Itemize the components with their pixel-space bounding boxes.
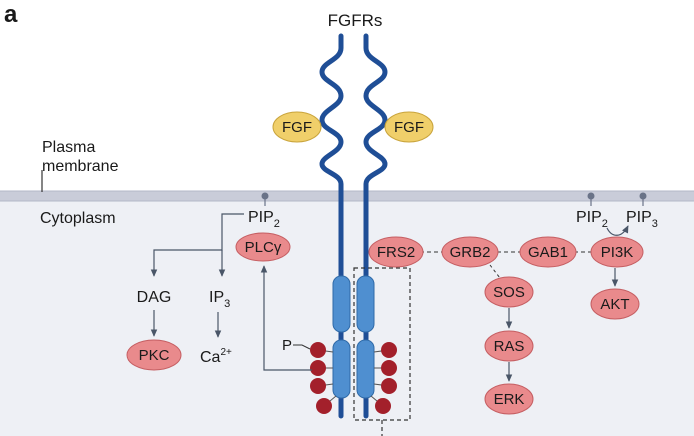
ip3-label: IP3: [209, 289, 230, 310]
grb2-label: GRB2: [450, 244, 491, 261]
gab1-label: GAB1: [528, 244, 568, 261]
pip2-right-label: PIP2: [576, 209, 608, 230]
fgf-ligand-right: [384, 111, 434, 143]
panel-letter: a: [4, 1, 18, 28]
kinase-domain-left-lower: [332, 339, 351, 399]
frs2-label: FRS2: [377, 244, 415, 261]
plasma-membrane: [0, 191, 694, 201]
akt-node: [590, 288, 640, 320]
receptor-label: FGFRs: [328, 11, 383, 30]
akt-label: AKT: [600, 296, 629, 313]
arrow-pip2-to-pip3: [606, 225, 629, 236]
plcg-label: PLCγ: [245, 239, 282, 256]
erk-node: [484, 383, 534, 415]
cytoplasm-label: Cytoplasm: [40, 210, 116, 227]
ras-label: RAS: [494, 338, 525, 355]
highlight-dashed-box: [353, 267, 411, 421]
kinase-domain-right-lower: [356, 339, 375, 399]
plc-pathway: PIP2 PLCγ DAG IP3 PKC Ca2+: [126, 192, 312, 371]
fgfr-left-strand: [319, 33, 344, 419]
pi3k-node: [590, 236, 644, 268]
plcg-node: [235, 232, 291, 262]
grb2-node: [441, 236, 499, 268]
pkc-node: [126, 339, 182, 371]
phospho-site: [381, 342, 397, 358]
erk-label: ERK: [494, 391, 525, 408]
ras-node: [484, 330, 534, 362]
phospho-pointer: [293, 344, 311, 350]
fgf-ligand-left-label: FGF: [282, 119, 312, 136]
kinase-domain-left-upper: [332, 275, 351, 333]
frs2-pathway: FRS2 GRB2 GAB1 PI3K AKT PIP2 PIP3 SOS RA…: [368, 192, 658, 415]
sos-node: [484, 276, 534, 308]
phospho-site: [316, 398, 332, 414]
fgf-ligand-left: [272, 111, 322, 143]
frs2-node: [368, 236, 424, 268]
phospho-site: [310, 360, 326, 376]
pkc-label: PKC: [139, 347, 170, 364]
arrow-receptor-to-plcg: [260, 265, 312, 371]
phospho-site: [381, 360, 397, 376]
phospho-site: [310, 378, 326, 394]
phospho-label: P: [282, 337, 292, 354]
fgf-ligand-right-label: FGF: [394, 119, 424, 136]
pip3-label: PIP3: [626, 209, 658, 230]
gab1-node: [519, 236, 577, 268]
sos-label: SOS: [493, 284, 525, 301]
kinase-domain-right-upper: [356, 275, 375, 333]
dag-label: DAG: [137, 289, 172, 306]
phospho-site: [310, 342, 326, 358]
pi3k-label: PI3K: [601, 244, 634, 261]
pip2-left-label: PIP2: [248, 209, 280, 230]
membrane-label-line1: Plasma: [42, 139, 95, 156]
membrane-label-line2: membrane: [42, 158, 119, 175]
phosphotyrosine-group: [310, 342, 397, 414]
fgfr-right-strand: [363, 33, 388, 419]
grb2-sos-link: [489, 264, 501, 279]
phospho-site: [375, 398, 391, 414]
calcium-label: Ca2+: [200, 347, 232, 366]
phospho-site: [381, 378, 397, 394]
